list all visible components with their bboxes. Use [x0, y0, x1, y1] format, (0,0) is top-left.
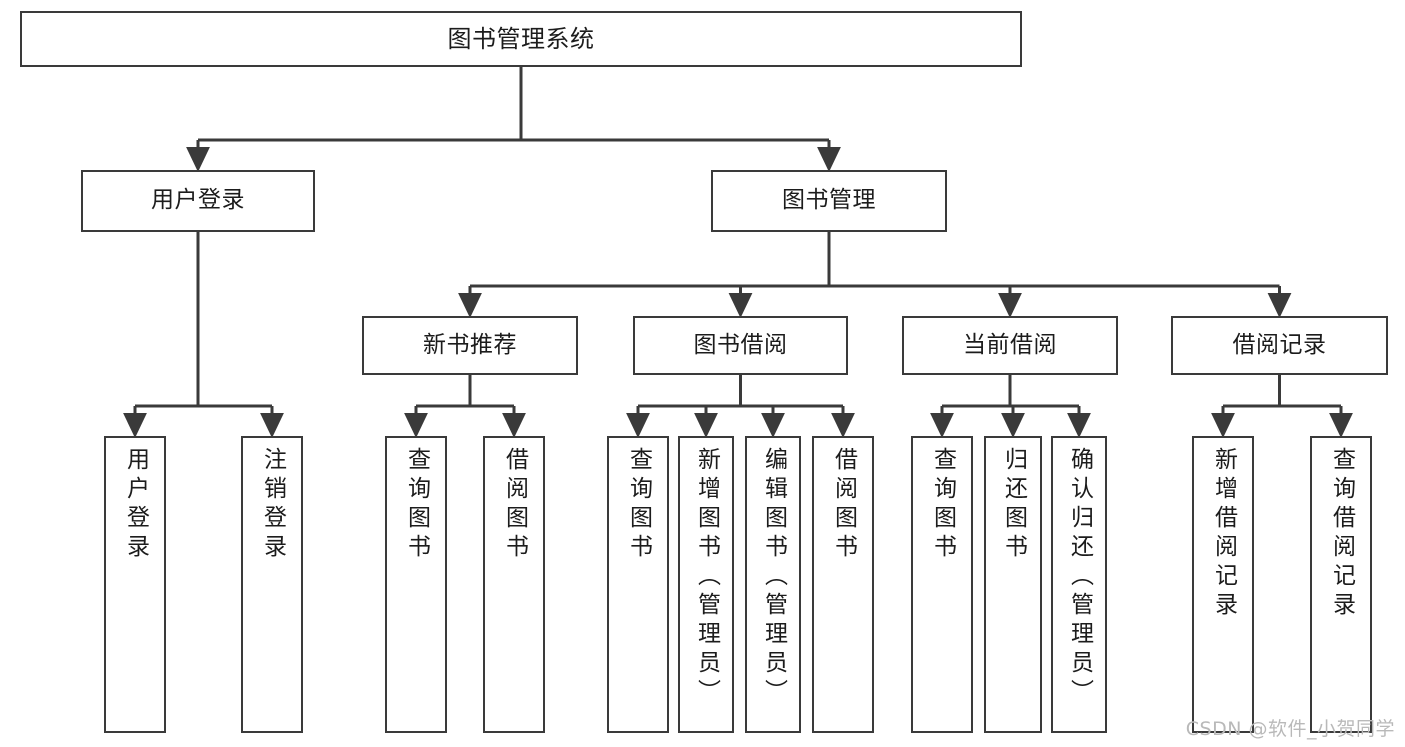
- node-leaf-query-3[interactable]: 查询图书: [911, 436, 973, 733]
- node-user-login[interactable]: 用户登录: [81, 170, 315, 232]
- node-leaf-user-login[interactable]: 用户登录: [104, 436, 166, 733]
- node-book-borrow[interactable]: 图书借阅: [633, 316, 848, 375]
- node-leaf-query-rec[interactable]: 查询借阅记录: [1310, 436, 1372, 733]
- node-label: 当前借阅: [963, 331, 1057, 358]
- node-leaf-query-2[interactable]: 查询图书: [607, 436, 669, 733]
- node-leaf-confirm[interactable]: 确认归还（管理员）: [1051, 436, 1107, 733]
- node-leaf-borrow-2[interactable]: 借阅图书: [812, 436, 874, 733]
- node-leaf-add-rec[interactable]: 新增借阅记录: [1192, 436, 1254, 733]
- node-label: 图书管理系统: [447, 24, 595, 53]
- node-label: 查询借阅记录: [1328, 447, 1355, 621]
- node-root[interactable]: 图书管理系统: [20, 11, 1022, 67]
- node-book-manage[interactable]: 图书管理: [711, 170, 947, 232]
- node-leaf-logout[interactable]: 注销登录: [241, 436, 303, 733]
- node-label: 查询图书: [625, 447, 652, 563]
- node-leaf-return[interactable]: 归还图书: [984, 436, 1042, 733]
- node-label: 查询图书: [929, 447, 956, 563]
- node-label: 图书管理: [782, 187, 876, 214]
- node-label: 注销登录: [259, 447, 286, 563]
- node-label: 图书借阅: [693, 331, 788, 358]
- node-label: 编辑图书（管理员）: [760, 447, 787, 708]
- node-label: 查询图书: [403, 447, 430, 563]
- node-leaf-borrow-1[interactable]: 借阅图书: [483, 436, 545, 733]
- node-label: 新书推荐: [423, 331, 517, 358]
- node-leaf-query-1[interactable]: 查询图书: [385, 436, 447, 733]
- node-current-borrow[interactable]: 当前借阅: [902, 316, 1118, 375]
- node-new-book-rec[interactable]: 新书推荐: [362, 316, 578, 375]
- node-leaf-add-book[interactable]: 新增图书（管理员）: [678, 436, 734, 733]
- node-leaf-edit-book[interactable]: 编辑图书（管理员）: [745, 436, 801, 733]
- watermark-text: CSDN @软件_小贺同学: [1185, 718, 1395, 740]
- node-label: 新增图书（管理员）: [693, 447, 720, 708]
- node-label: 借阅记录: [1232, 331, 1327, 358]
- node-label: 借阅图书: [501, 447, 528, 563]
- node-label: 新增借阅记录: [1210, 447, 1237, 621]
- node-borrow-record[interactable]: 借阅记录: [1171, 316, 1388, 375]
- node-label: 确认归还（管理员）: [1066, 447, 1093, 708]
- node-label: 用户登录: [151, 187, 245, 214]
- node-label: 归还图书: [1000, 447, 1027, 563]
- node-label: 借阅图书: [830, 447, 857, 563]
- node-label: 用户登录: [122, 447, 149, 563]
